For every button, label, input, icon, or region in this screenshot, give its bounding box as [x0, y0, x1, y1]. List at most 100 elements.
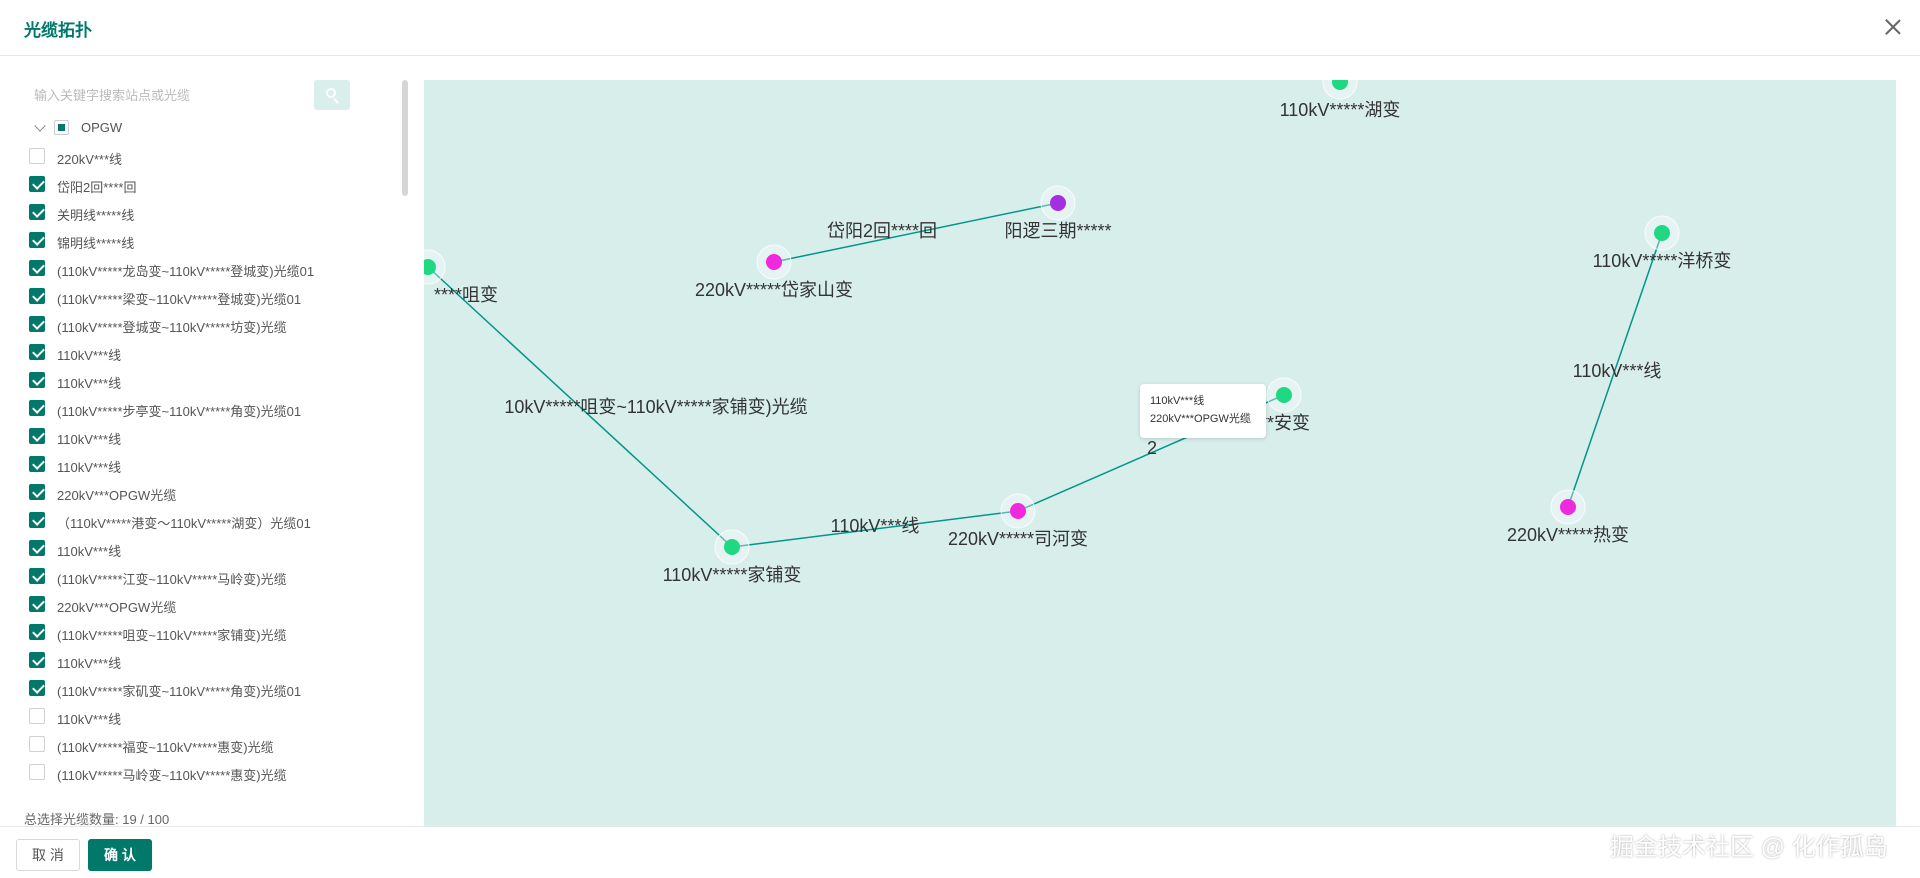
chevron-down-icon[interactable]: [34, 120, 46, 132]
cable-list-item-label: (110kV*****福变~110kV*****惠变)光缆: [57, 740, 274, 755]
search-icon: [326, 88, 336, 98]
cable-tree: OPGW 220kV***线岱阳2回****回关明线*****线锦明线*****…: [0, 118, 400, 790]
station-node[interactable]: [1276, 387, 1292, 403]
checkbox-unchecked[interactable]: [29, 764, 45, 780]
tree-scrollbar[interactable]: [402, 80, 408, 820]
station-node[interactable]: [1560, 499, 1576, 515]
tooltip-line-2: 220kV***OPGW光缆: [1150, 413, 1251, 425]
cable-list-item[interactable]: 锦明线*****线: [29, 230, 389, 251]
station-label: 220kV*****司河变: [948, 529, 1088, 549]
cable-list-item[interactable]: (110kV*****梁变~110kV*****登城变)光缆01: [29, 286, 389, 307]
station-node[interactable]: [1050, 195, 1066, 211]
station-label: 阳逻三期*****: [1004, 221, 1111, 241]
cable-edge[interactable]: [427, 266, 733, 548]
station-node[interactable]: [1010, 503, 1026, 519]
root-checkbox-indeterminate[interactable]: [54, 120, 69, 135]
cable-list-item[interactable]: 110kV***线: [29, 538, 389, 559]
cable-list-item[interactable]: 220kV***OPGW光缆: [29, 594, 389, 615]
station-label: ****咀变: [434, 285, 498, 305]
checkbox-checked[interactable]: [29, 204, 45, 220]
checkbox-checked[interactable]: [29, 372, 45, 388]
cable-list-item-label: (110kV*****江变~110kV*****马岭变)光缆: [57, 572, 287, 587]
cable-edge[interactable]: [773, 202, 1059, 263]
cable-list-item[interactable]: 110kV***线: [29, 426, 389, 447]
checkbox-checked[interactable]: [29, 484, 45, 500]
checkbox-checked[interactable]: [29, 680, 45, 696]
cable-list-item[interactable]: 110kV***线: [29, 650, 389, 671]
checkbox-checked[interactable]: [29, 400, 45, 416]
station-node[interactable]: [1654, 225, 1670, 241]
edge-label: 110kV***线: [1573, 361, 1662, 381]
close-icon[interactable]: [1880, 14, 1906, 40]
cable-list-item-label: 110kV***线: [57, 432, 122, 447]
checkbox-checked[interactable]: [29, 176, 45, 192]
cable-list-item[interactable]: (110kV*****福变~110kV*****惠变)光缆: [29, 734, 389, 755]
cable-list-item-label: (110kV*****咀变~110kV*****家铺变)光缆: [57, 628, 287, 643]
station-node[interactable]: [766, 254, 782, 270]
cable-list-item[interactable]: 110kV***线: [29, 370, 389, 391]
cable-list-item[interactable]: (110kV*****龙岛变~110kV*****登城变)光缆01: [29, 258, 389, 279]
checkbox-checked[interactable]: [29, 652, 45, 668]
cable-list-item[interactable]: (110kV*****登城变~110kV*****坊变)光缆: [29, 314, 389, 335]
station-node[interactable]: [724, 539, 740, 555]
checkbox-checked[interactable]: [29, 596, 45, 612]
cable-edge[interactable]: [1567, 232, 1663, 508]
cable-list-item[interactable]: 220kV***OPGW光缆: [29, 482, 389, 503]
checkbox-unchecked[interactable]: [29, 736, 45, 752]
watermark: 掘金技术社区 @ 化作孤岛: [1610, 834, 1888, 861]
search-input[interactable]: [24, 80, 314, 110]
cable-list-item[interactable]: 220kV***线: [29, 146, 389, 167]
checkbox-unchecked[interactable]: [29, 148, 45, 164]
edge-label: 2: [1147, 438, 1157, 458]
scrollbar-thumb[interactable]: [402, 80, 408, 196]
cable-list-item[interactable]: （110kV*****港变～110kV*****湖变）光缆01: [29, 510, 389, 531]
dialog-footer: 取 消 确 认 掘金技术社区 @ 化作孤岛: [0, 826, 1920, 878]
checkbox-checked[interactable]: [29, 624, 45, 640]
cable-list-item[interactable]: (110kV*****江变~110kV*****马岭变)光缆: [29, 566, 389, 587]
cable-list-item[interactable]: (110kV*****马岭变~110kV*****惠变)光缆: [29, 762, 389, 783]
cable-list-item[interactable]: (110kV*****家矶变~110kV*****角变)光缆01: [29, 678, 389, 699]
edge-tooltip: 110kV***线 220kV***OPGW光缆: [1140, 384, 1266, 438]
checkbox-checked[interactable]: [29, 540, 45, 556]
search-button[interactable]: [314, 80, 350, 110]
cable-list-item[interactable]: 岱阳2回****回: [29, 174, 389, 195]
cable-list-item-label: 220kV***OPGW光缆: [57, 488, 177, 503]
checkbox-unchecked[interactable]: [29, 708, 45, 724]
checkbox-checked[interactable]: [29, 232, 45, 248]
tree-root-label: OPGW: [81, 120, 123, 135]
checkbox-checked[interactable]: [29, 428, 45, 444]
edge-label: 岱阳2回****回: [827, 221, 937, 241]
checkbox-checked[interactable]: [29, 568, 45, 584]
cable-list-item[interactable]: (110kV*****步亭变~110kV*****角变)光缆01: [29, 398, 389, 419]
cable-list-item-label: 110kV***线: [57, 460, 122, 475]
cable-list-item[interactable]: (110kV*****咀变~110kV*****家铺变)光缆: [29, 622, 389, 643]
tooltip-line-1: 110kV***线: [1150, 395, 1205, 407]
station-node[interactable]: [424, 259, 436, 275]
dialog-header: 光缆拓扑: [0, 0, 1920, 56]
station-label: 220kV*****岱家山变: [695, 280, 853, 300]
topology-graph[interactable]: 岱阳2回****回10kV*****咀变~110kV*****家铺变)光缆110…: [424, 80, 1896, 826]
cable-list-item-label: (110kV*****梁变~110kV*****登城变)光缆01: [57, 292, 302, 307]
cable-list-item[interactable]: 110kV***线: [29, 342, 389, 363]
checkbox-checked[interactable]: [29, 344, 45, 360]
checkbox-checked[interactable]: [29, 512, 45, 528]
cancel-button[interactable]: 取 消: [16, 839, 80, 871]
station-node[interactable]: [1332, 80, 1348, 90]
cable-list-item-label: 110kV***线: [57, 712, 122, 727]
cable-list-item[interactable]: 关明线*****线: [29, 202, 389, 223]
cable-list-item-label: 110kV***线: [57, 348, 122, 363]
confirm-button[interactable]: 确 认: [88, 839, 152, 871]
tree-root-opgw[interactable]: OPGW: [34, 118, 336, 138]
checkbox-checked[interactable]: [29, 260, 45, 276]
cable-tree-panel: OPGW 220kV***线岱阳2回****回关明线*****线锦明线*****…: [0, 56, 412, 826]
checkbox-checked[interactable]: [29, 316, 45, 332]
cable-list-item[interactable]: 110kV***线: [29, 454, 389, 475]
checkbox-checked[interactable]: [29, 456, 45, 472]
cable-list-item[interactable]: 110kV***线: [29, 706, 389, 727]
cable-edge[interactable]: [731, 510, 1019, 548]
cable-list-item-label: (110kV*****步亭变~110kV*****角变)光缆01: [57, 404, 302, 419]
checkbox-checked[interactable]: [29, 288, 45, 304]
cable-list-item-label: (110kV*****家矶变~110kV*****角变)光缆01: [57, 684, 302, 699]
cable-list-item-label: 岱阳2回****回: [57, 180, 137, 195]
